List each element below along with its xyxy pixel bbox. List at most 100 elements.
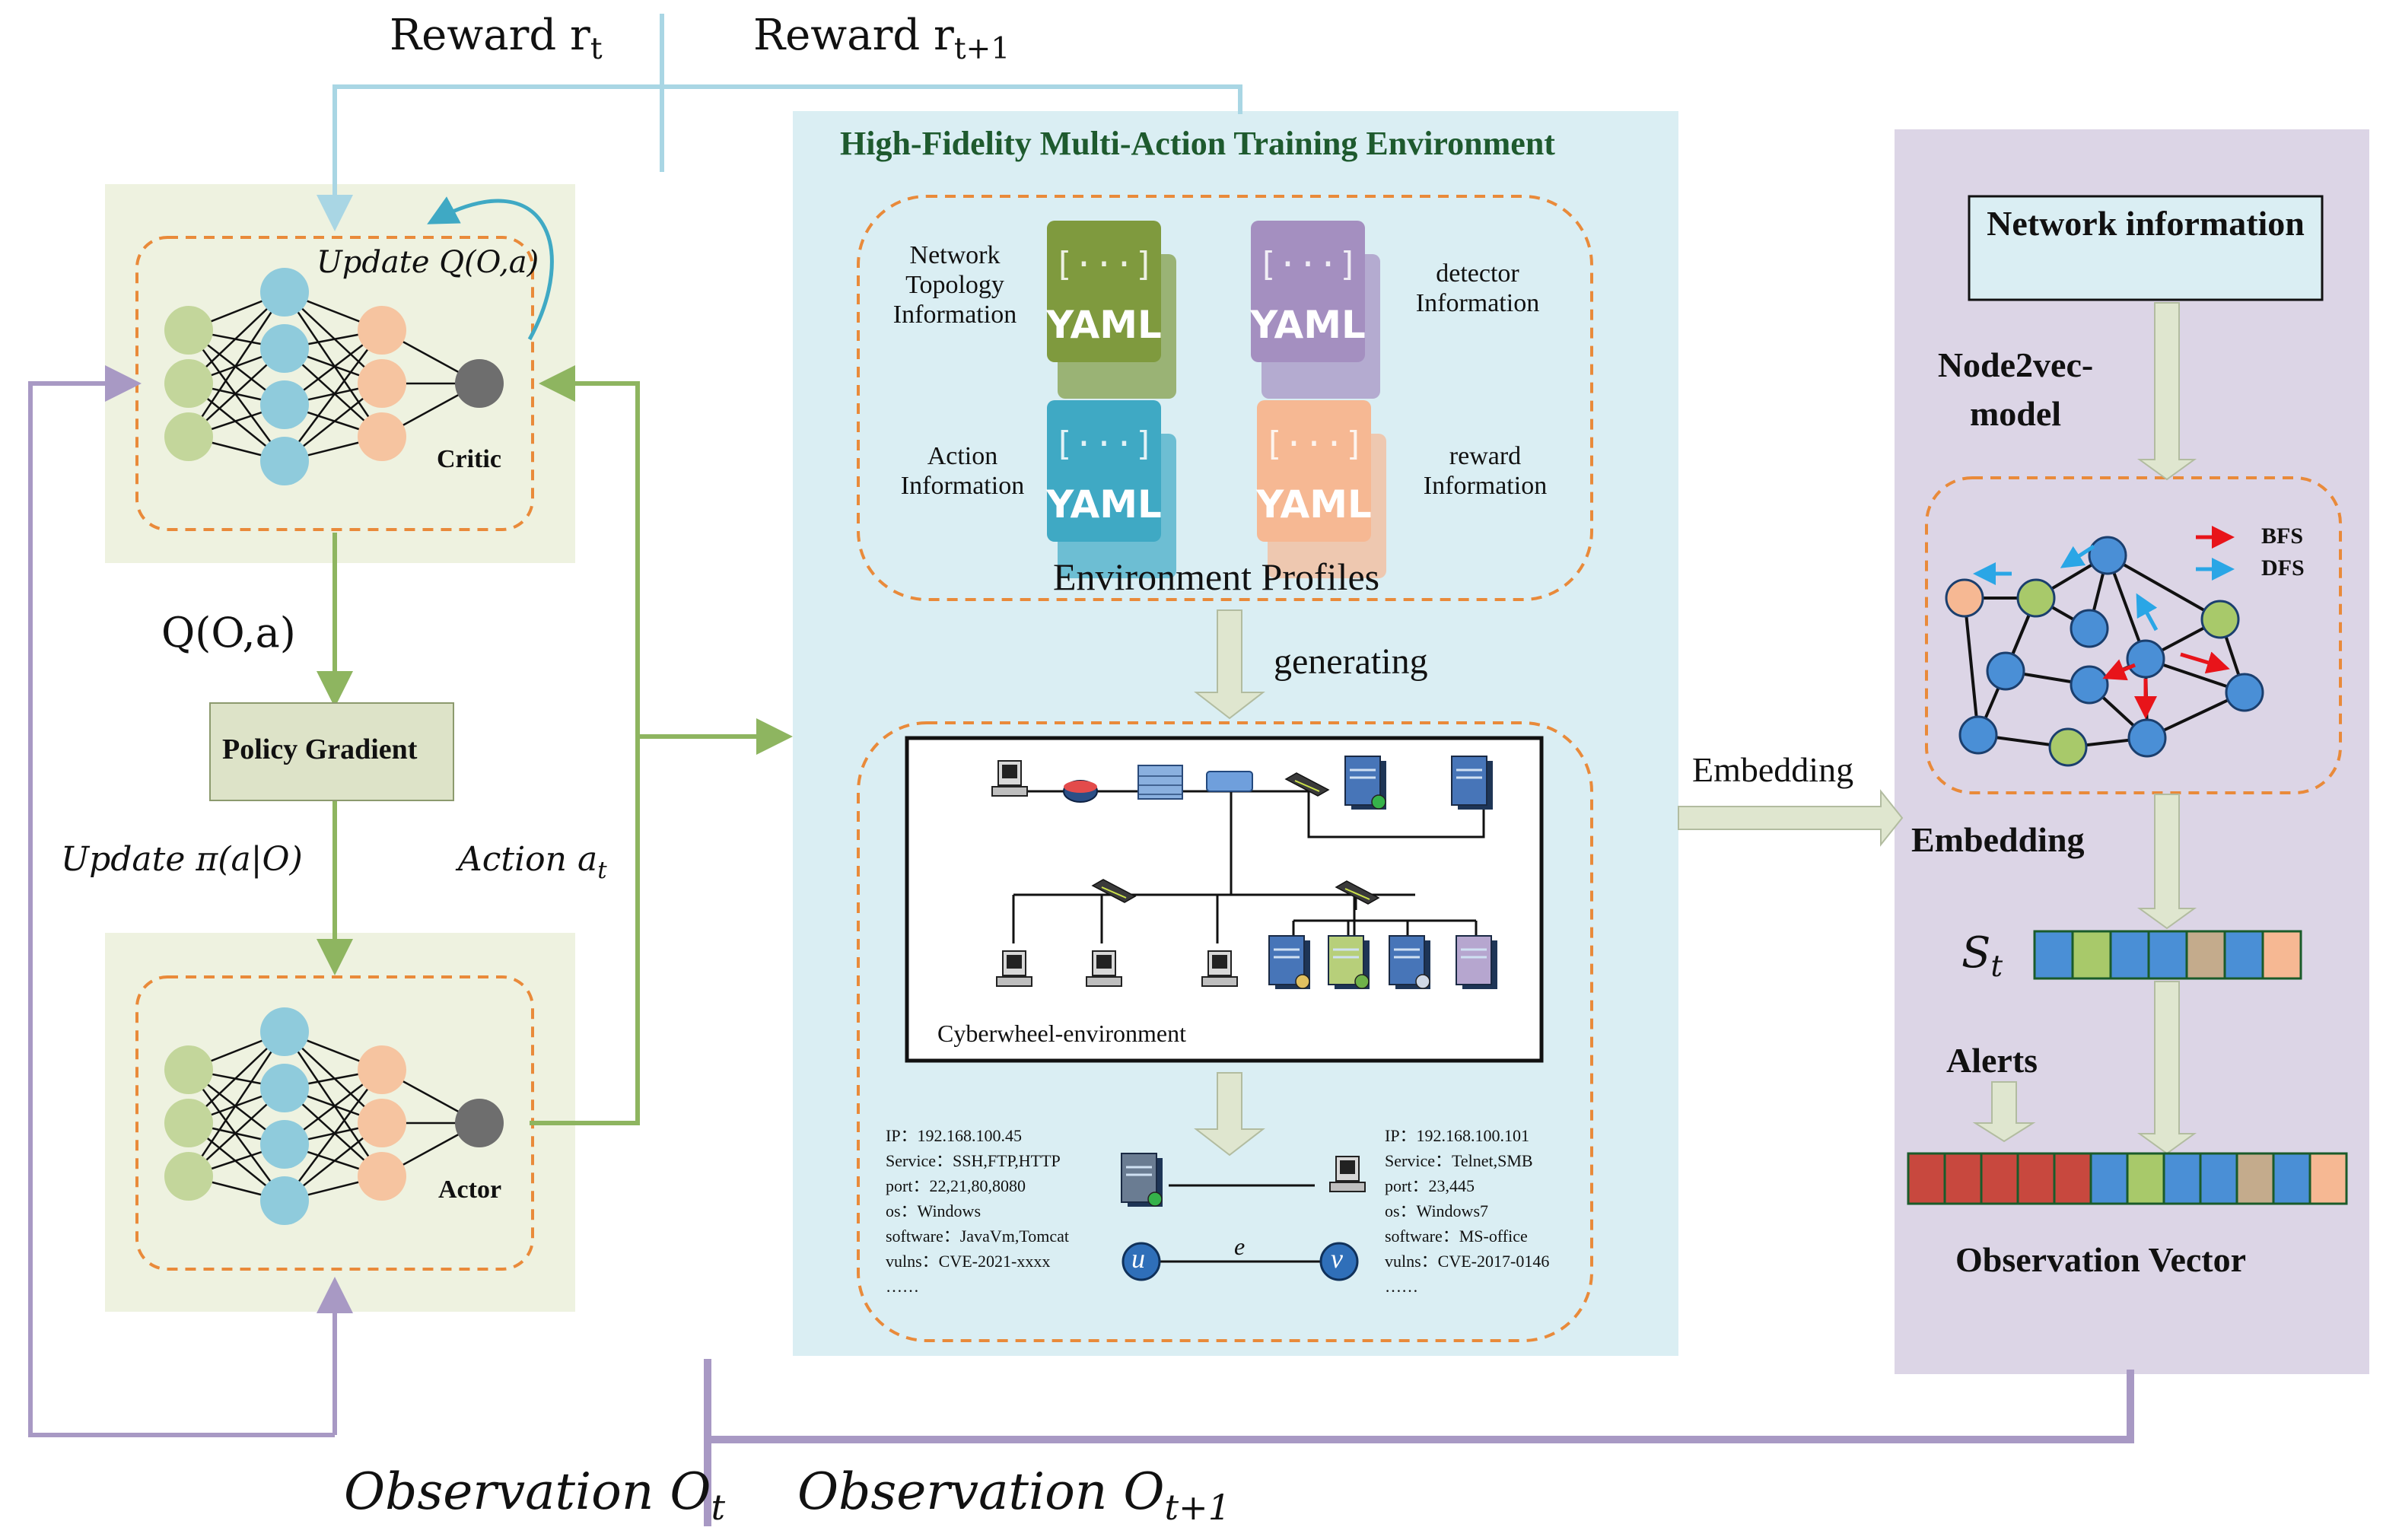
router-icon bbox=[1063, 780, 1098, 803]
legend-arrows bbox=[2196, 526, 2235, 581]
actor-label: Actor bbox=[438, 1176, 502, 1204]
server-icon bbox=[1121, 1153, 1163, 1207]
host-u-line: os：Windows bbox=[886, 1201, 982, 1220]
hub-icon bbox=[1206, 771, 1253, 792]
node-u-label: u bbox=[1131, 1243, 1145, 1274]
screen bbox=[1340, 1160, 1355, 1174]
graph-node bbox=[1958, 715, 1998, 755]
vector-cell bbox=[2071, 930, 2112, 980]
dfs-arrow bbox=[2060, 544, 2095, 568]
switch-ports bbox=[1344, 888, 1370, 900]
dfs-arrow bbox=[2136, 593, 2159, 632]
net-edge bbox=[187, 291, 286, 438]
computer-icon bbox=[1086, 950, 1122, 987]
net-node bbox=[260, 437, 309, 485]
host-u-line: IP：192.168.100.45 bbox=[886, 1126, 1023, 1145]
yaml-file-icon: [···] YAML bbox=[1045, 221, 1176, 399]
server-badge bbox=[1147, 1192, 1163, 1207]
net-node bbox=[358, 1045, 406, 1094]
net-node bbox=[260, 1176, 309, 1225]
generating-label: generating bbox=[1274, 641, 1428, 682]
net-node bbox=[358, 1099, 406, 1147]
yaml-text: YAML bbox=[1045, 303, 1162, 347]
graph-node bbox=[2070, 665, 2109, 705]
server-badge bbox=[1371, 794, 1386, 810]
net-node bbox=[260, 268, 309, 317]
server-icon bbox=[1456, 935, 1497, 989]
edge-e-label: e bbox=[1234, 1233, 1246, 1260]
computer-icon bbox=[996, 950, 1032, 987]
keyboard bbox=[991, 786, 1028, 797]
state-label: St bbox=[1961, 928, 2003, 985]
net-node bbox=[260, 1007, 309, 1056]
net-node bbox=[164, 1152, 213, 1201]
cyberwheel-frame bbox=[857, 721, 1593, 1342]
graph-node bbox=[2016, 578, 2056, 618]
reward-t1-label: Reward rt+1 bbox=[753, 11, 1010, 66]
graph-node bbox=[1986, 651, 2025, 691]
embedding-arrow bbox=[1678, 789, 1904, 847]
critic-label: Critic bbox=[437, 445, 501, 473]
firewall-icon bbox=[1137, 765, 1183, 800]
vector-cell bbox=[2199, 1152, 2238, 1205]
vector-cell bbox=[2162, 1152, 2202, 1205]
net-node bbox=[260, 1120, 309, 1169]
embedding-label: Embedding bbox=[1911, 820, 2085, 859]
state-to-obs-arrow bbox=[2136, 981, 2197, 1155]
yaml-file-icon: [···]YAML bbox=[1255, 400, 1386, 578]
net-edge bbox=[283, 1031, 383, 1177]
server-badge bbox=[1295, 974, 1310, 989]
network-info-label: Network information bbox=[1987, 204, 2305, 243]
net-node bbox=[260, 1064, 309, 1112]
net-node bbox=[455, 359, 504, 408]
net-node bbox=[260, 324, 309, 373]
vector-cell bbox=[1943, 1152, 1983, 1205]
yaml-icons: [···]YAML[···]YAML[···]YAML[···]YAML bbox=[1045, 221, 1386, 578]
update-q-label: Update Q(O,a) bbox=[317, 245, 539, 280]
server-icon bbox=[1389, 935, 1430, 989]
net-edge bbox=[283, 291, 383, 438]
switch-ports bbox=[1294, 780, 1320, 792]
yaml-body bbox=[1047, 400, 1161, 542]
computer-icon bbox=[991, 760, 1028, 797]
observation-t1-label: Observation Ot+1 bbox=[797, 1462, 1231, 1529]
vector-cell bbox=[2223, 930, 2264, 980]
graph-edge bbox=[1963, 597, 1980, 736]
keyboard bbox=[996, 976, 1032, 987]
node-v-label: v bbox=[1331, 1243, 1343, 1274]
vector-cell bbox=[2261, 930, 2302, 980]
yaml-glyph: [···] bbox=[1264, 425, 1364, 463]
graph-edge bbox=[2107, 554, 2221, 621]
profiles-frame bbox=[857, 195, 1593, 601]
action-label: Action at bbox=[458, 840, 607, 884]
yaml-label-detector: detector Information bbox=[1415, 259, 1540, 318]
yaml-glyph: [···] bbox=[1054, 245, 1154, 284]
net-edge bbox=[283, 329, 383, 462]
host-u-line: software：JavaVm,Tomcat bbox=[886, 1227, 1069, 1246]
net-node bbox=[164, 412, 213, 461]
reward-t1-text: Reward rt+1 bbox=[753, 11, 1010, 67]
update-q-arrow bbox=[427, 196, 554, 341]
cyberwheel-label: Cyberwheel-environment bbox=[937, 1020, 1186, 1047]
environment-title: High-Fidelity Multi-Action Training Envi… bbox=[840, 125, 1555, 162]
yaml-body bbox=[1251, 221, 1365, 362]
server-icon bbox=[1328, 935, 1370, 989]
host-v-line: port：23,445 bbox=[1385, 1176, 1475, 1195]
screen bbox=[1096, 955, 1112, 969]
state-vector bbox=[2033, 930, 2302, 980]
computer-icon bbox=[1201, 950, 1238, 987]
net-node bbox=[358, 359, 406, 408]
vector-cell bbox=[2033, 930, 2074, 980]
graph-frame bbox=[1925, 476, 2342, 794]
network-info-box bbox=[1968, 195, 2324, 301]
observation-t-label: Observation Ot bbox=[344, 1462, 725, 1529]
yaml-label-action: Action Information bbox=[900, 442, 1025, 501]
vector-cell bbox=[2272, 1152, 2311, 1205]
netinfo-to-graph-arrow bbox=[2136, 302, 2197, 481]
bfs-label: BFS bbox=[2261, 523, 2304, 549]
host-v-line: Service：Telnet,SMB bbox=[1385, 1151, 1533, 1170]
node-v bbox=[1319, 1242, 1359, 1281]
vector-cell bbox=[1980, 1152, 2019, 1205]
q-value-label: Q(O,a) bbox=[161, 609, 296, 657]
vector-cell bbox=[2185, 930, 2226, 980]
